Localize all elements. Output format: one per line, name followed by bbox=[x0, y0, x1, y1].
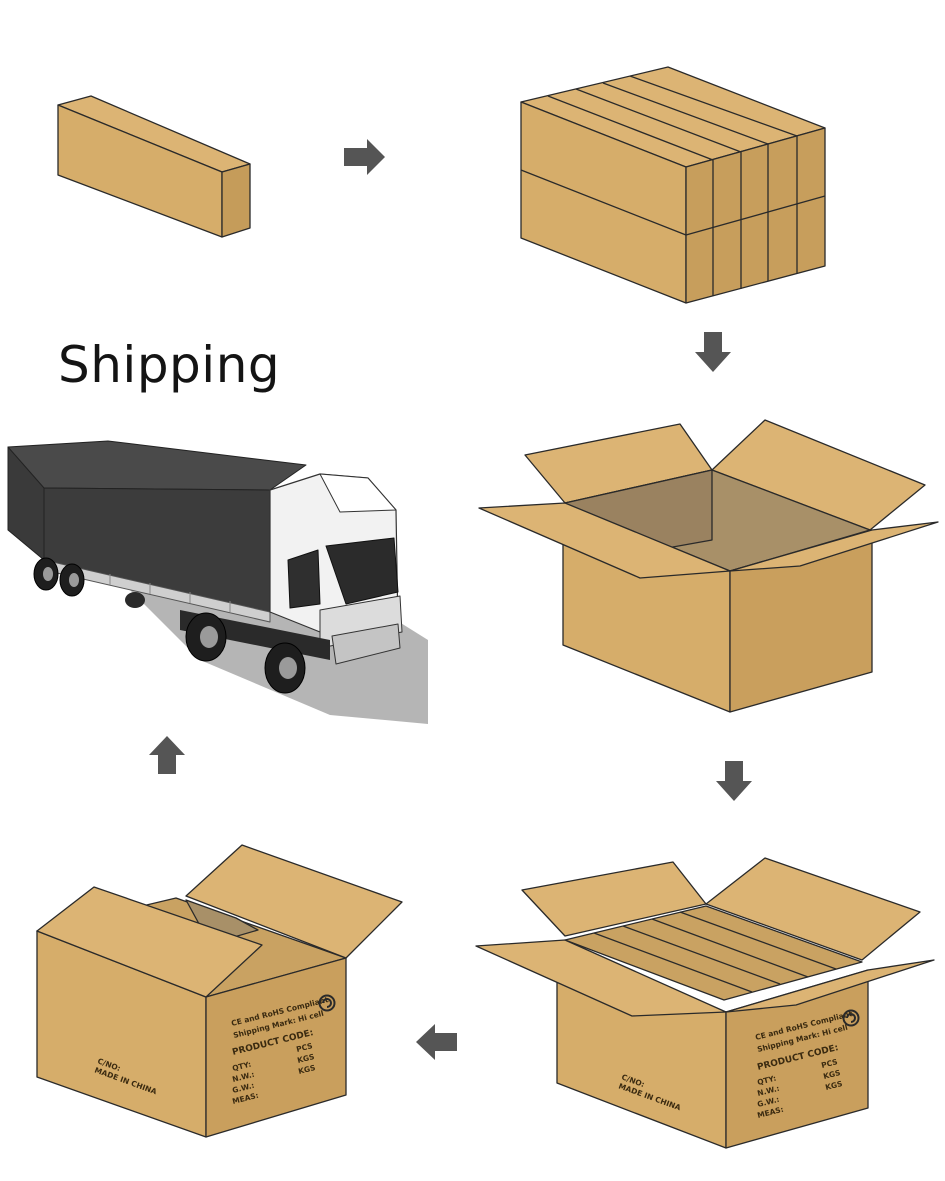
arrow-down-icon bbox=[695, 332, 731, 372]
recycle-icon bbox=[318, 994, 336, 1012]
recycle-icon bbox=[842, 1009, 860, 1027]
pcs-text: PCS bbox=[295, 1041, 313, 1054]
arrow-left-icon bbox=[416, 1024, 457, 1060]
bundle-icon bbox=[520, 66, 826, 304]
open-carton-icon bbox=[478, 419, 939, 713]
truck-icon bbox=[7, 440, 428, 724]
sealed-carton-icon bbox=[36, 844, 403, 1138]
kgs-text: KGS bbox=[822, 1068, 841, 1081]
filled-carton-icon bbox=[475, 857, 935, 1149]
single-box-icon bbox=[57, 95, 251, 238]
kgs-text: KGS bbox=[297, 1063, 316, 1076]
pcs-text: PCS bbox=[820, 1057, 838, 1070]
kgs-text: KGS bbox=[296, 1052, 315, 1065]
arrow-down-icon bbox=[716, 761, 752, 801]
arrow-right-icon bbox=[344, 139, 385, 175]
kgs-text: KGS bbox=[824, 1079, 843, 1092]
page-title: Shipping bbox=[58, 336, 281, 394]
arrow-up-icon bbox=[149, 736, 185, 774]
